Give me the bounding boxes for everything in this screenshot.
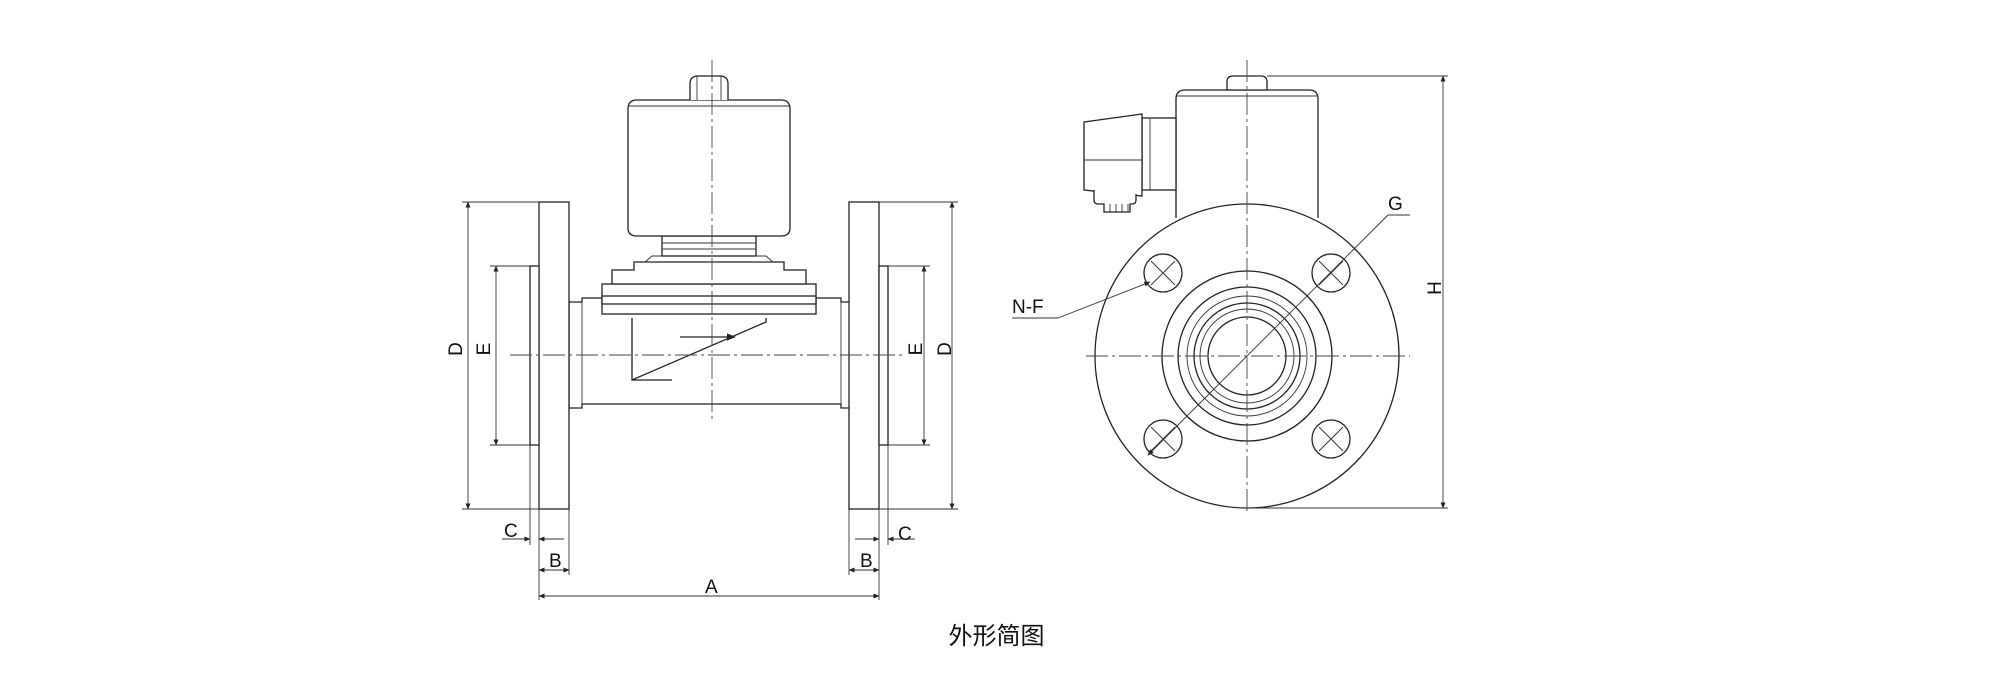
side-coil-nut — [1226, 75, 1268, 91]
front-view — [510, 60, 905, 510]
side-view — [1012, 60, 1410, 512]
dim-label-d-left: D — [446, 342, 467, 356]
dim-label-d-right: D — [935, 342, 956, 356]
dim-label-h: H — [1425, 281, 1446, 295]
dim-label-c-left: C — [504, 521, 518, 542]
dim-label-nf: N-F — [1012, 297, 1044, 318]
coil-nut — [689, 75, 729, 100]
front-dimensions — [462, 201, 958, 600]
valve-body — [631, 318, 767, 381]
bonnet — [611, 261, 807, 285]
h-dimension — [1247, 75, 1448, 509]
dim-label-g: G — [1388, 194, 1403, 215]
connector-plug — [1083, 113, 1177, 213]
bolt-holes — [1143, 253, 1351, 459]
left-flange — [538, 201, 570, 510]
dim-label-c-right: C — [898, 524, 912, 545]
dim-label-b-right: B — [860, 551, 873, 572]
dim-label-e-left: E — [474, 343, 495, 356]
dim-label-b-left: B — [549, 551, 562, 572]
dim-label-e-right: E — [906, 343, 927, 356]
coil-neck — [661, 235, 757, 257]
right-flange — [848, 201, 880, 510]
figure-caption: 外形简图 — [948, 622, 1045, 650]
dim-label-a: A — [705, 577, 718, 598]
coil-housing — [627, 99, 791, 237]
